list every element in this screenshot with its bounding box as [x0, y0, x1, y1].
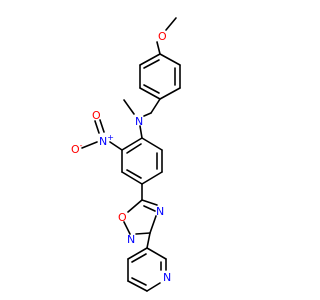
oxadiazole-ring: [123, 199, 158, 235]
pyridine-ring: [127, 247, 167, 292]
bond-ch2-ring: [150, 98, 161, 114]
atom-n-nitro: N+: [99, 133, 114, 148]
atom-n-oxadiazole-right: N: [156, 205, 164, 218]
methoxy-group: [156, 17, 177, 55]
atom-o-methoxy: O: [158, 30, 167, 43]
molecule-diagram: O N N+ O O- O N N N: [71, 17, 181, 292]
bond-ch2-n: [143, 112, 152, 117]
molecule-structure: O N N+ O O- O N N N: [71, 17, 181, 292]
bond-methyl-o: [165, 17, 177, 31]
atom-n-pyridine: N: [163, 271, 171, 284]
methoxyphenyl-ring: [139, 53, 181, 100]
atom-n-amine: N: [135, 115, 143, 128]
bond-oxadiazole-pyridine: [146, 232, 151, 249]
atom-o-nitro-top: O: [92, 109, 101, 122]
atom-n-oxadiazole-left: N: [127, 233, 135, 246]
atom-o-oxadiazole: O: [118, 211, 127, 224]
central-ring: [121, 137, 163, 185]
nitro-group: [81, 119, 123, 151]
bond-n-methyl: [123, 99, 135, 115]
atom-o-nitro-minus: O-: [71, 141, 83, 156]
bond-n-aryl: [139, 125, 143, 139]
atom-labels: O N N+ O O- O N N N: [71, 30, 171, 284]
bond-o-aryl: [156, 41, 161, 55]
